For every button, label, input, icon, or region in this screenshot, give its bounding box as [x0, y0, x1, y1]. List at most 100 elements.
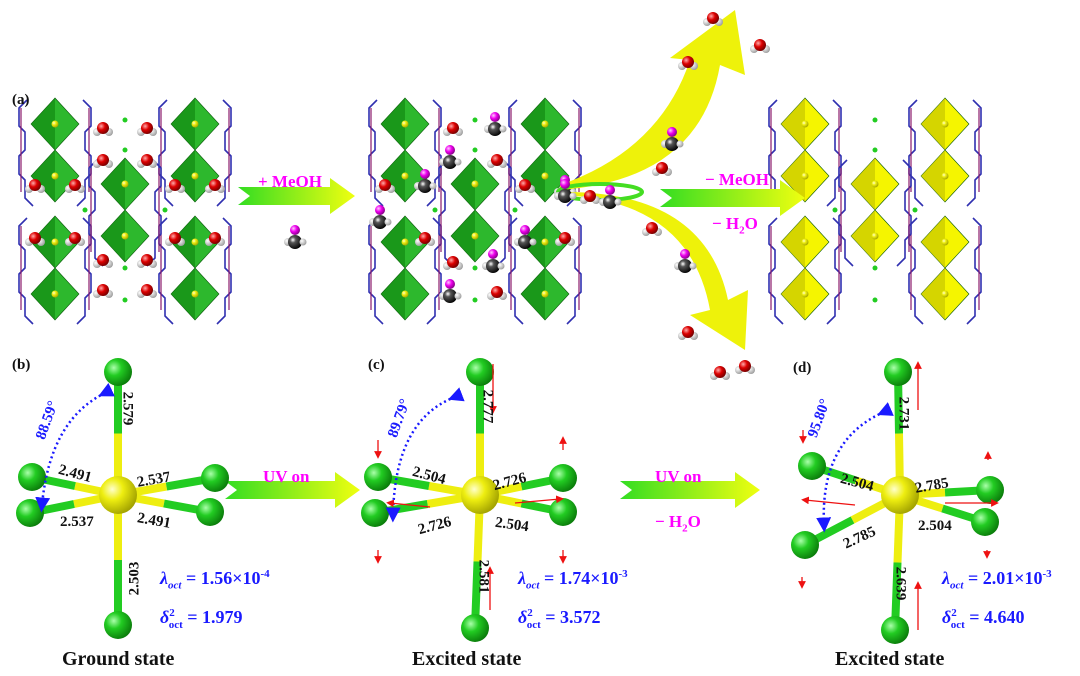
organic-ligand [838, 159, 854, 267]
organic-ligand [216, 217, 232, 325]
remove-h2o-label-2: − H2O [655, 512, 701, 535]
water-molecule [29, 179, 41, 191]
uv-on-label-2: UV on [655, 467, 702, 486]
panel-label-d: (d) [793, 360, 812, 376]
displacement-arrow [801, 496, 856, 506]
lattice [368, 97, 582, 325]
h-atom [497, 262, 505, 270]
water-molecule [584, 190, 596, 202]
o-atom [375, 205, 385, 215]
water-molecule [141, 254, 153, 266]
cl-atom [18, 463, 46, 491]
cl-ion [912, 207, 918, 213]
cl-ion [122, 297, 128, 303]
metal-atom [401, 238, 409, 246]
h-atom [299, 238, 307, 246]
octahedron-face [381, 268, 405, 320]
metal-atom [801, 172, 809, 180]
cl-atom [104, 611, 132, 639]
water-molecule [739, 360, 751, 372]
water-molecule [491, 286, 503, 298]
water-molecule [519, 179, 531, 191]
cl-atom [16, 499, 44, 527]
methanol-molecule [603, 195, 617, 209]
o-atom [560, 179, 570, 189]
cl-ion [122, 117, 128, 123]
state-label: Excited state [412, 648, 522, 670]
metal-atom [941, 290, 949, 298]
metal-atom [121, 232, 129, 240]
organic-ligand [908, 99, 924, 207]
cl-atom [976, 476, 1004, 504]
water-molecule [491, 154, 503, 166]
cl-atom [881, 616, 909, 644]
water-molecule [97, 154, 109, 166]
delta-oct: δ2oct = 1.979 [160, 607, 243, 631]
metal-atom [801, 290, 809, 298]
cl-ion [512, 207, 518, 213]
methanol-molecule [518, 235, 532, 249]
cl-ion [832, 207, 838, 213]
cl-atom [466, 358, 494, 386]
methanol-molecule [443, 155, 457, 169]
metal-atom [99, 476, 137, 514]
water-molecule [707, 12, 719, 24]
water-molecule [447, 122, 459, 134]
organic-ligand [966, 217, 982, 325]
h-atom [614, 198, 622, 206]
panel-label-b: (b) [12, 357, 31, 373]
organic-ligand [426, 99, 442, 207]
lambda-oct: λoct = 1.74×10-3 [518, 568, 628, 592]
octahedron-face [31, 268, 55, 320]
metal-atom [941, 120, 949, 128]
h-atom [529, 238, 537, 246]
bond-length-bottom: 2.639 [892, 566, 909, 601]
curved-arrow-down [560, 191, 748, 350]
desolvation-arrow [660, 180, 805, 216]
h-atom [676, 140, 684, 148]
bond-length-ll: 2.537 [60, 514, 94, 530]
h-atom [429, 182, 437, 190]
octahedron-face [521, 98, 545, 150]
organic-ligand [566, 99, 582, 207]
o-atom [290, 225, 300, 235]
octahedron-face [851, 210, 875, 262]
organic-ligand [566, 217, 582, 325]
bond-length-top: 2.731 [895, 396, 912, 431]
water-molecule [209, 179, 221, 191]
methanol-molecule [443, 289, 457, 303]
metal-atom [51, 238, 59, 246]
octahedra [16, 358, 1004, 644]
metal-atom [871, 180, 879, 188]
octahedron-face [381, 98, 405, 150]
cl-atom [798, 452, 826, 480]
metal-atom [461, 476, 499, 514]
delta-oct: δ2oct = 3.572 [518, 607, 601, 631]
lattice [768, 97, 982, 325]
methanol-molecule [488, 122, 502, 136]
o-atom [420, 169, 430, 179]
uv-on-arrow-1 [225, 472, 360, 508]
cl-ion [872, 265, 878, 271]
octahedron-model [361, 358, 577, 642]
angle-arc [35, 382, 116, 513]
bond-length-top: 2.777 [479, 389, 496, 424]
octahedron-face [171, 98, 195, 150]
organic-ligand [826, 99, 842, 207]
metal-atom [191, 172, 199, 180]
metal-atom [51, 290, 59, 298]
octahedron-face [171, 268, 195, 320]
o-atom [445, 279, 455, 289]
cl-ion [162, 207, 168, 213]
octahedron-face [101, 210, 125, 262]
water-molecule [69, 179, 81, 191]
lambda-oct: λoct = 1.56×10-4 [160, 568, 270, 592]
water-molecule [169, 179, 181, 191]
panel-label-c: (c) [368, 357, 385, 373]
octahedron-face [521, 150, 545, 202]
curved-arrow-up [560, 10, 745, 190]
metal-atom [191, 120, 199, 128]
metal-atom [191, 290, 199, 298]
